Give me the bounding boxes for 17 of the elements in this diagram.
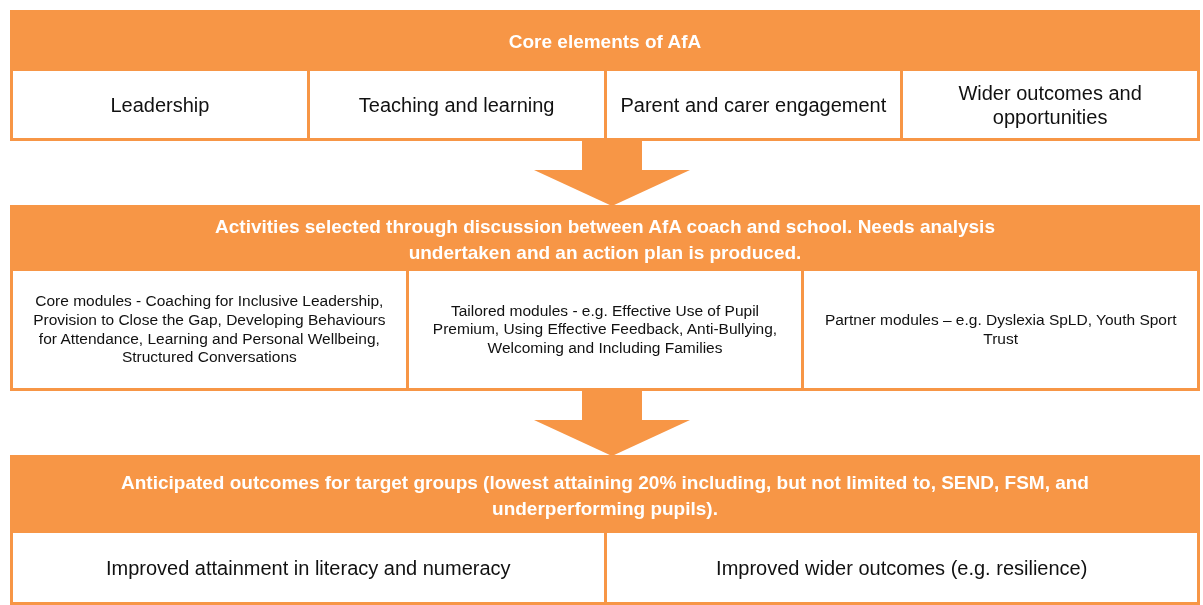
section-box: [10, 205, 1200, 391]
section-box: [10, 10, 1200, 141]
item-text: Improved attainment in literacy and numeracy: [105, 555, 511, 580]
item-text: Leadership: [110, 92, 210, 117]
section-heading: Core elements of AfA: [508, 30, 702, 55]
block-arrow: [534, 391, 690, 456]
item-text: Core modules - Coaching for Inclusive Leadership, Provision to Close the Gap, Developing Behaviours for Attendance, Learning and Personal Wellbeing, Structured Conversations: [32, 292, 387, 367]
item-text: Tailored modules - e.g. Effective Use of Pupil Premium, Using Effective Feedback, Anti-Bullying, Welcoming and Including Families: [431, 301, 779, 358]
item-text: Teaching and learning: [358, 92, 555, 117]
section-heading: Anticipated outcomes for target groups (lowest attaining 20% including, but not limited to, SEND, FSM, and underperforming pupils).: [120, 470, 1090, 521]
item-text: Improved wider outcomes (e.g. resilience): [716, 555, 1088, 580]
section-box: [10, 455, 1200, 605]
item-text: Partner modules – e.g. Dyslexia SpLD, Youth Sport Trust: [823, 310, 1178, 349]
block-arrow: [534, 141, 690, 206]
item-text: Wider outcomes and opportunities: [957, 80, 1143, 129]
item-text: Parent and carer engagement: [620, 92, 887, 117]
section-heading: Activities selected through discussion between AfA coach and school. Needs analysis undertaken and an action plan is produced.: [214, 214, 996, 265]
